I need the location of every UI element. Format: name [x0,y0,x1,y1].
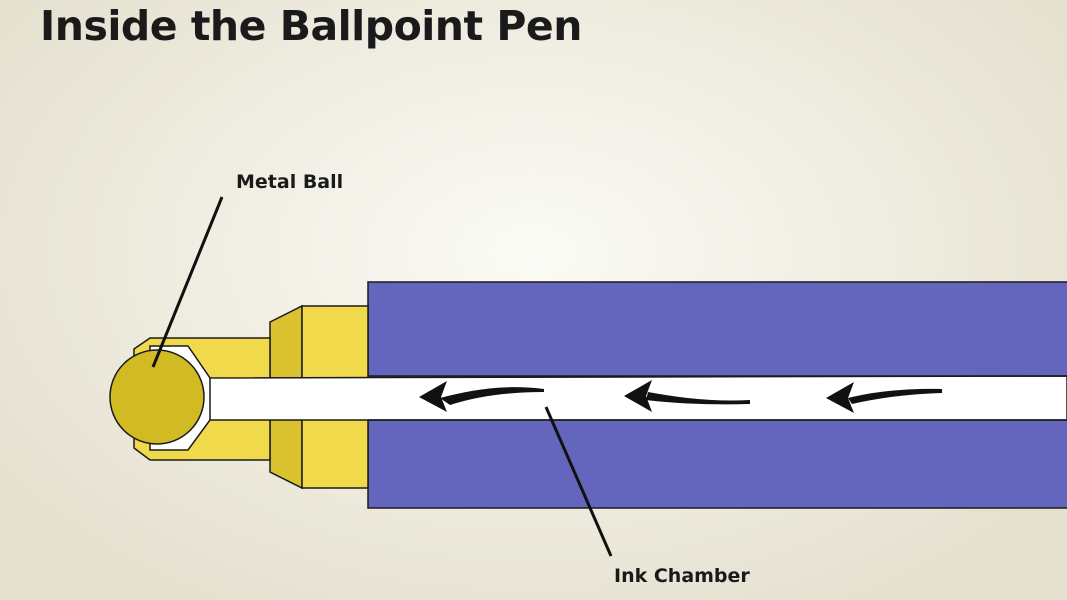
metal-ball-leader-line [151,196,224,368]
ink-flow-arrow-2 [624,380,750,412]
ink-flow-arrow-1 [419,381,544,412]
metal-ball [109,349,205,445]
ink-channel [174,375,1067,421]
diagram-title: Inside the Ballpoint Pen [40,2,582,50]
ink-flow-arrow-3 [826,382,942,413]
metal-ball-label: Metal Ball [236,171,344,193]
ink-chamber-label: Ink Chamber [614,565,750,587]
ink-chamber-leader-line [544,406,613,557]
